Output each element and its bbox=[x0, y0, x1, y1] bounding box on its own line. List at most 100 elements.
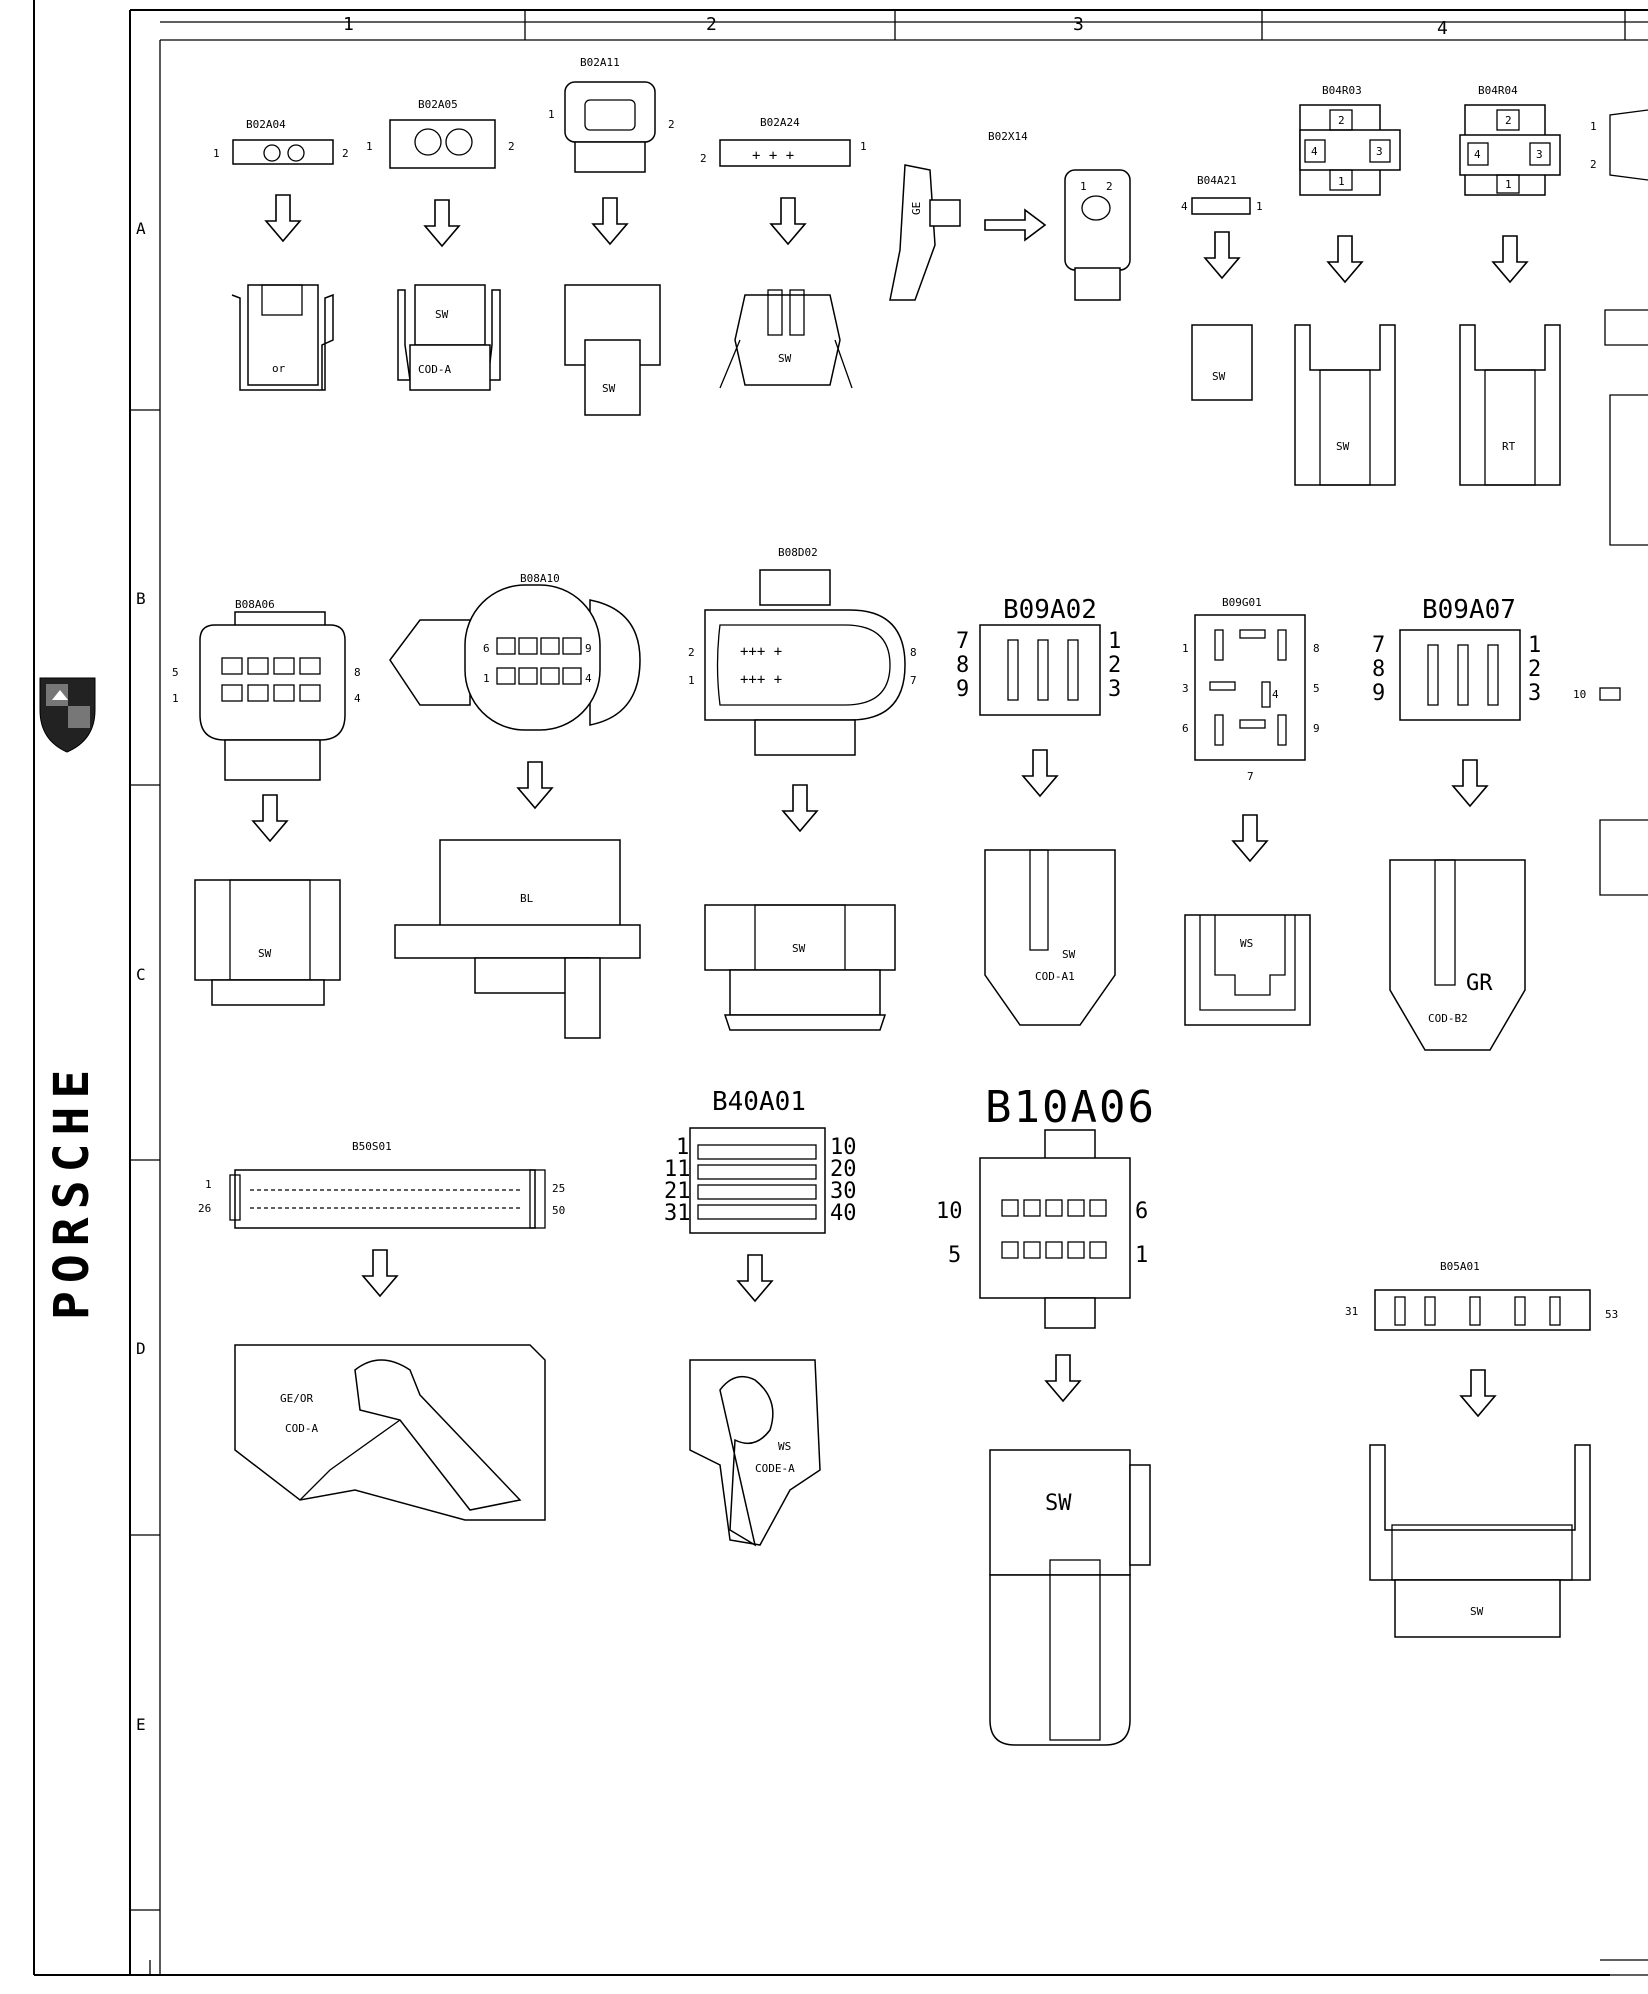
svg-text:7: 7 bbox=[1247, 770, 1254, 783]
connector-b08a06: B08A06 5 1 8 4 SW bbox=[172, 598, 361, 1006]
svg-text:50: 50 bbox=[552, 1204, 565, 1217]
connector-id: B05A01 bbox=[1440, 1260, 1480, 1273]
svg-text:1: 1 bbox=[1528, 633, 1541, 658]
connector-id: B02A24 bbox=[760, 116, 800, 129]
column-label-3: 3 bbox=[1073, 14, 1084, 35]
connector-b50s01: B50S01 1 26 25 50 GE/OR COD-A bbox=[198, 1140, 565, 1521]
svg-text:+++ +: +++ + bbox=[740, 672, 782, 688]
svg-text:31: 31 bbox=[1345, 1305, 1358, 1318]
connector-id: B02A04 bbox=[246, 118, 286, 131]
svg-text:7: 7 bbox=[956, 629, 969, 654]
svg-text:3: 3 bbox=[1528, 681, 1541, 706]
connector-b10a06: B10A06 10 5 6 1 SW bbox=[936, 1082, 1154, 1746]
svg-text:SW: SW bbox=[792, 942, 806, 955]
row-ruler: A B C D E bbox=[130, 219, 160, 1911]
svg-text:9: 9 bbox=[585, 642, 592, 655]
svg-text:30: 30 bbox=[830, 1179, 857, 1204]
column-label-2: 2 bbox=[706, 14, 717, 35]
svg-text:8: 8 bbox=[956, 653, 969, 678]
row-label-A: A bbox=[136, 219, 146, 238]
connector-id: B02A11 bbox=[580, 56, 620, 69]
svg-text:SW: SW bbox=[435, 308, 449, 321]
svg-text:1: 1 bbox=[688, 674, 695, 687]
connector-id: B08D02 bbox=[778, 546, 818, 559]
svg-text:20: 20 bbox=[830, 1157, 857, 1182]
column-label-1: 1 bbox=[343, 14, 354, 35]
connector-b02x14: B02X14 GE 1 2 bbox=[889, 130, 1131, 301]
svg-text:CODE-A: CODE-A bbox=[755, 1462, 795, 1475]
row-label-B: B bbox=[136, 589, 146, 608]
svg-text:1: 1 bbox=[1182, 642, 1189, 655]
svg-text:21: 21 bbox=[664, 1179, 691, 1204]
svg-text:4: 4 bbox=[585, 672, 592, 685]
svg-text:2: 2 bbox=[1108, 653, 1121, 678]
connector-b02a11: B02A11 1 2 SW bbox=[548, 56, 675, 416]
svg-text:2: 2 bbox=[668, 118, 675, 131]
svg-text:1: 1 bbox=[172, 692, 179, 705]
svg-text:COD-A1: COD-A1 bbox=[1035, 970, 1075, 983]
connector-id: B09G01 bbox=[1222, 596, 1262, 609]
connector-b09a07: B09A07 7 8 9 1 2 3 GR COD-B2 bbox=[1372, 595, 1541, 1051]
svg-text:1: 1 bbox=[483, 672, 490, 685]
svg-text:6: 6 bbox=[1182, 722, 1189, 735]
connector-id: B09A07 bbox=[1422, 595, 1516, 625]
connector-b40a01: B40A01 1 11 21 31 10 20 30 40 WS CODE-A bbox=[664, 1087, 857, 1547]
row-label-E: E bbox=[136, 1715, 146, 1734]
svg-text:2: 2 bbox=[1590, 158, 1597, 171]
svg-text:1: 1 bbox=[1080, 180, 1087, 193]
connector-b05a01: B05A01 31b 53a 53b 31 53 SW bbox=[1345, 1260, 1618, 1638]
connector-id: B02X14 bbox=[988, 130, 1028, 143]
connector-b04r04: B04R04 2 4 3 1 RT bbox=[1459, 84, 1561, 486]
svg-text:3: 3 bbox=[1108, 677, 1121, 702]
svg-text:SW: SW bbox=[778, 352, 792, 365]
connector-id: B02A05 bbox=[418, 98, 458, 111]
svg-text:8: 8 bbox=[1372, 657, 1385, 682]
svg-text:5: 5 bbox=[172, 666, 179, 679]
svg-text:GE/OR: GE/OR bbox=[280, 1392, 313, 1405]
svg-text:31: 31 bbox=[664, 1201, 691, 1226]
column-label-4: 4 bbox=[1437, 18, 1448, 39]
svg-text:5: 5 bbox=[948, 1243, 961, 1268]
column-ruler: 1 2 3 4 bbox=[160, 10, 1648, 40]
svg-text:1: 1 bbox=[1135, 1243, 1148, 1268]
svg-text:4: 4 bbox=[1181, 200, 1188, 213]
svg-text:WS: WS bbox=[1240, 937, 1253, 950]
connector-b08d02: B08D02 +++ + +++ + 2 1 8 7 SW bbox=[688, 546, 917, 1031]
svg-text:3: 3 bbox=[1182, 682, 1189, 695]
svg-text:9: 9 bbox=[1313, 722, 1320, 735]
svg-text:7: 7 bbox=[910, 674, 917, 687]
svg-text:2: 2 bbox=[342, 147, 349, 160]
svg-text:25: 25 bbox=[552, 1182, 565, 1195]
connector-id: B04R04 bbox=[1478, 84, 1518, 97]
svg-text:10: 10 bbox=[936, 1199, 963, 1224]
porsche-brand-text: PORSCHE bbox=[44, 1062, 100, 1320]
svg-text:SW: SW bbox=[602, 382, 616, 395]
connector-id: B50S01 bbox=[352, 1140, 392, 1153]
svg-text:SW: SW bbox=[258, 947, 272, 960]
svg-text:2: 2 bbox=[1338, 114, 1345, 127]
svg-text:WS: WS bbox=[778, 1440, 791, 1453]
svg-text:2: 2 bbox=[700, 152, 707, 165]
partial-connector-right-edge: 1 2 10 bbox=[1573, 109, 1648, 896]
svg-text:1: 1 bbox=[1108, 629, 1121, 654]
svg-text:RT: RT bbox=[1502, 440, 1516, 453]
connector-b04a21: B04A21 4 1 SW bbox=[1181, 174, 1263, 401]
svg-text:10: 10 bbox=[1573, 688, 1586, 701]
svg-text:1: 1 bbox=[205, 1178, 212, 1191]
svg-text:6: 6 bbox=[483, 642, 490, 655]
connector-b09a02: B09A02 7 8 9 1 2 3 SW COD-A1 bbox=[956, 595, 1121, 1026]
svg-text:GR: GR bbox=[1466, 971, 1493, 996]
svg-text:COD-B2: COD-B2 bbox=[1428, 1012, 1468, 1025]
svg-text:6: 6 bbox=[1135, 1199, 1148, 1224]
svg-text:9: 9 bbox=[956, 677, 969, 702]
svg-text:1: 1 bbox=[676, 1135, 689, 1160]
svg-text:SW: SW bbox=[1212, 370, 1226, 383]
connector-b04r03: B04R03 2 4 3 1 SW bbox=[1294, 84, 1401, 486]
svg-text:4: 4 bbox=[1272, 688, 1279, 701]
svg-text:5: 5 bbox=[1313, 682, 1320, 695]
svg-text:COD-A: COD-A bbox=[285, 1422, 318, 1435]
connector-id: B04R03 bbox=[1322, 84, 1362, 97]
svg-text:2: 2 bbox=[508, 140, 515, 153]
svg-text:26: 26 bbox=[198, 1202, 211, 1215]
